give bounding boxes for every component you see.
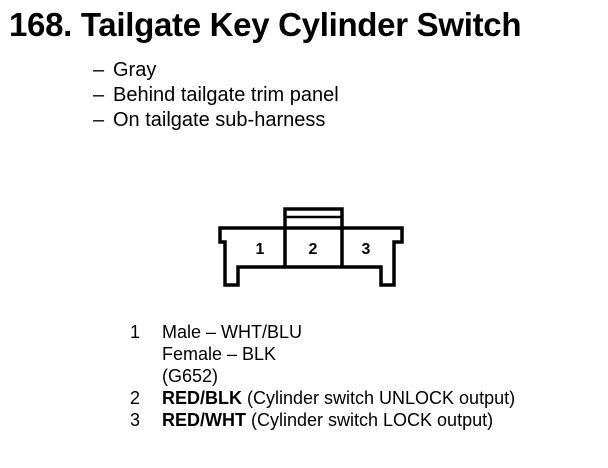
connector-lock-tab bbox=[283, 207, 344, 228]
pin-desc-male: Male – WHT/BLU bbox=[162, 322, 303, 342]
wire-color: RED/BLK bbox=[162, 388, 242, 408]
pin-desc-ground: (G652) bbox=[162, 366, 219, 386]
page-title: 168. Tailgate Key Cylinder Switch bbox=[9, 6, 522, 43]
pin-label-2: 2 bbox=[309, 241, 318, 258]
connector-body bbox=[218, 226, 404, 287]
pin-number: 2 bbox=[130, 388, 141, 408]
note-color: –Gray bbox=[93, 59, 157, 81]
wire-color: RED/WHT bbox=[162, 410, 246, 430]
note-location: –Behind tailgate trim panel bbox=[93, 84, 339, 106]
pin-number: 3 bbox=[130, 410, 141, 430]
note-harness: –On tailgate sub-harness bbox=[93, 109, 326, 131]
pin-label-1: 1 bbox=[256, 241, 265, 258]
pin-number: 1 bbox=[130, 322, 141, 342]
connector-notes: –Gray –Behind tailgate trim panel –On ta… bbox=[93, 58, 339, 133]
pin-desc-female: Female – BLK bbox=[162, 344, 277, 364]
pin-desc: RED/BLK (Cylinder switch UNLOCK output) bbox=[162, 388, 516, 408]
pin-desc: RED/WHT (Cylinder switch LOCK output) bbox=[162, 410, 494, 430]
pin-label-3: 3 bbox=[362, 241, 371, 258]
